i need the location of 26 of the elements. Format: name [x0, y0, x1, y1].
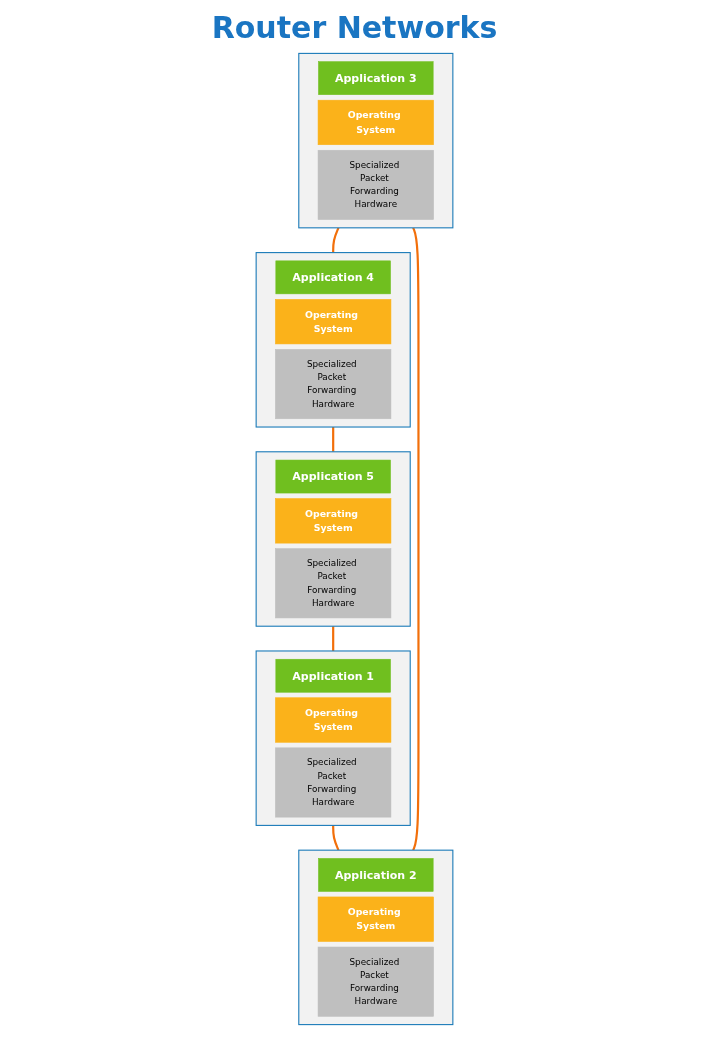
node-box: Specialized Packet Forwarding Hardware [317, 946, 434, 1017]
node-box: Application 2 [318, 858, 434, 892]
node-box: Application 5 [275, 459, 391, 494]
node-box: Operating System [317, 896, 434, 942]
node-box: Operating System [317, 99, 434, 145]
connector [332, 227, 340, 253]
node-box: Specialized Packet Forwarding Hardware [317, 149, 434, 220]
connector [332, 626, 335, 651]
node-box: Operating System [275, 498, 392, 544]
connector [412, 227, 420, 851]
node-box: Specialized Packet Forwarding Hardware [275, 747, 392, 818]
node-box: Operating System [275, 299, 392, 345]
diagram-title: Router Networks [210, 10, 499, 45]
connector [332, 825, 340, 851]
node-box: Application 4 [275, 260, 391, 295]
cluster [255, 451, 411, 627]
node-box: Application 3 [318, 61, 434, 95]
connector [332, 427, 335, 452]
cluster [298, 52, 454, 229]
node-box: Specialized Packet Forwarding Hardware [275, 548, 392, 619]
cluster [298, 849, 454, 1026]
cluster [255, 650, 411, 826]
node-box: Specialized Packet Forwarding Hardware [275, 349, 392, 420]
cluster [255, 252, 411, 428]
node-box: Application 1 [275, 658, 391, 693]
node-box: Operating System [275, 697, 392, 743]
